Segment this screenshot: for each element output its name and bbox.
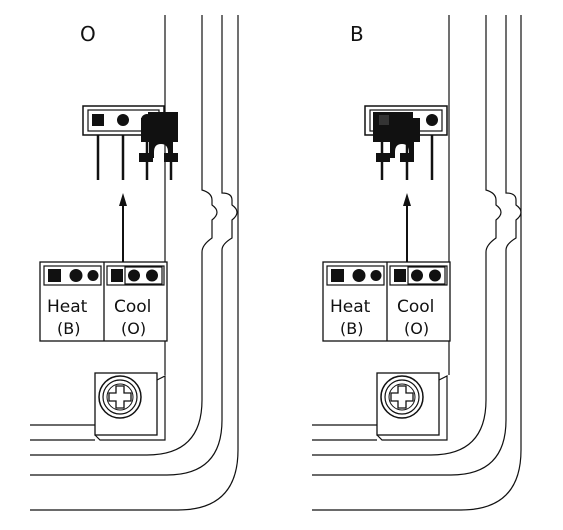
panel-o-title: O <box>80 22 96 46</box>
panel-b-heat-sub: (B) <box>340 319 363 338</box>
panel-b-cool-sub: (O) <box>404 319 429 338</box>
panel-o-pin-1 <box>92 114 104 126</box>
panel-o-legend: Heat (B) Cool (O) <box>39 261 168 342</box>
panel-o: O <box>30 15 239 511</box>
panel-b-title: B <box>350 22 364 46</box>
panel-o-heat-sub: (B) <box>57 319 80 338</box>
panel-o-cool-sub: (O) <box>121 319 146 338</box>
panel-b-arrow <box>403 193 411 262</box>
panel-b-screw <box>312 372 448 441</box>
panel-o-arrow <box>119 193 127 262</box>
panel-o-screw <box>30 372 166 441</box>
panel-o-jumper <box>139 112 178 180</box>
panel-b-pin-3 <box>426 114 438 126</box>
panel-b-cool-label: Cool <box>397 297 434 317</box>
panel-b: B <box>312 15 522 511</box>
panel-b-heat-label: Heat <box>330 297 371 317</box>
panel-o-cool-label: Cool <box>114 297 151 317</box>
panel-o-heat-label: Heat <box>47 297 88 317</box>
panel-b-legend: Heat (B) Cool (O) <box>322 261 451 342</box>
panel-o-pin-2 <box>117 114 129 126</box>
panel-b-jumper <box>373 112 420 162</box>
